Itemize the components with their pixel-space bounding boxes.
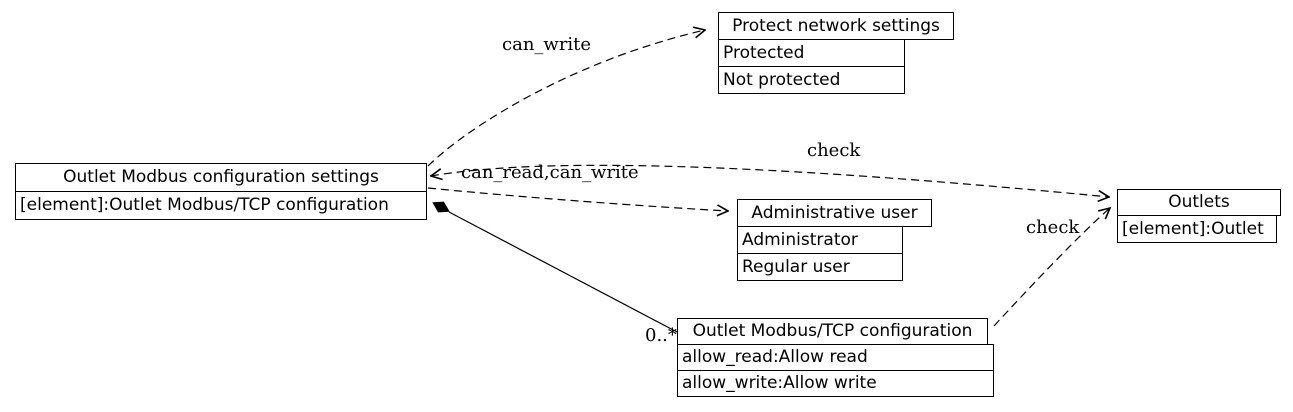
node-row: Administrator: [737, 226, 903, 254]
edge-label-can-write: can_write: [502, 34, 592, 55]
edge-check-modbus-outlets-line: [993, 208, 1110, 327]
edge-can-read-can-write-line: [427, 187, 728, 211]
node-administrative-user: Administrative user Administrator Regula…: [737, 199, 932, 281]
node-title: Protect network settings: [718, 12, 954, 40]
node-row: Not protected: [718, 66, 905, 94]
node-row: [element]:Outlet: [1117, 215, 1277, 243]
node-row: allow_read:Allow read: [677, 344, 994, 371]
node-protect-network-settings: Protect network settings Protected Not p…: [718, 12, 954, 94]
node-row: allow_write:Allow write: [677, 370, 994, 397]
node-title: Administrative user: [737, 199, 932, 227]
edge-label-check-bottom: check: [1026, 217, 1080, 238]
edge-label-multiplicity: 0..*: [645, 325, 677, 346]
node-outlet-modbus-tcp-configuration: Outlet Modbus/TCP configuration allow_re…: [677, 318, 994, 397]
composition-diamond-icon: [432, 201, 450, 213]
node-row: Regular user: [737, 253, 903, 281]
edge-composition-line: [448, 211, 678, 333]
node-title: Outlet Modbus configuration settings: [15, 163, 427, 192]
edge-can-write-line: [427, 30, 705, 167]
node-title: Outlets: [1117, 189, 1281, 216]
node-row: [element]:Outlet Modbus/TCP configuratio…: [15, 191, 427, 220]
node-row: Protected: [718, 39, 905, 67]
edge-label-can-read-can-write: can_read,can_write: [461, 162, 639, 183]
node-title: Outlet Modbus/TCP configuration: [677, 318, 988, 345]
node-outlets: Outlets [element]:Outlet: [1117, 189, 1281, 243]
edge-check-settings-outlets-line: [431, 164, 1109, 197]
edge-label-check-top: check: [807, 140, 861, 161]
node-outlet-modbus-configuration-settings: Outlet Modbus configuration settings [el…: [15, 163, 427, 220]
